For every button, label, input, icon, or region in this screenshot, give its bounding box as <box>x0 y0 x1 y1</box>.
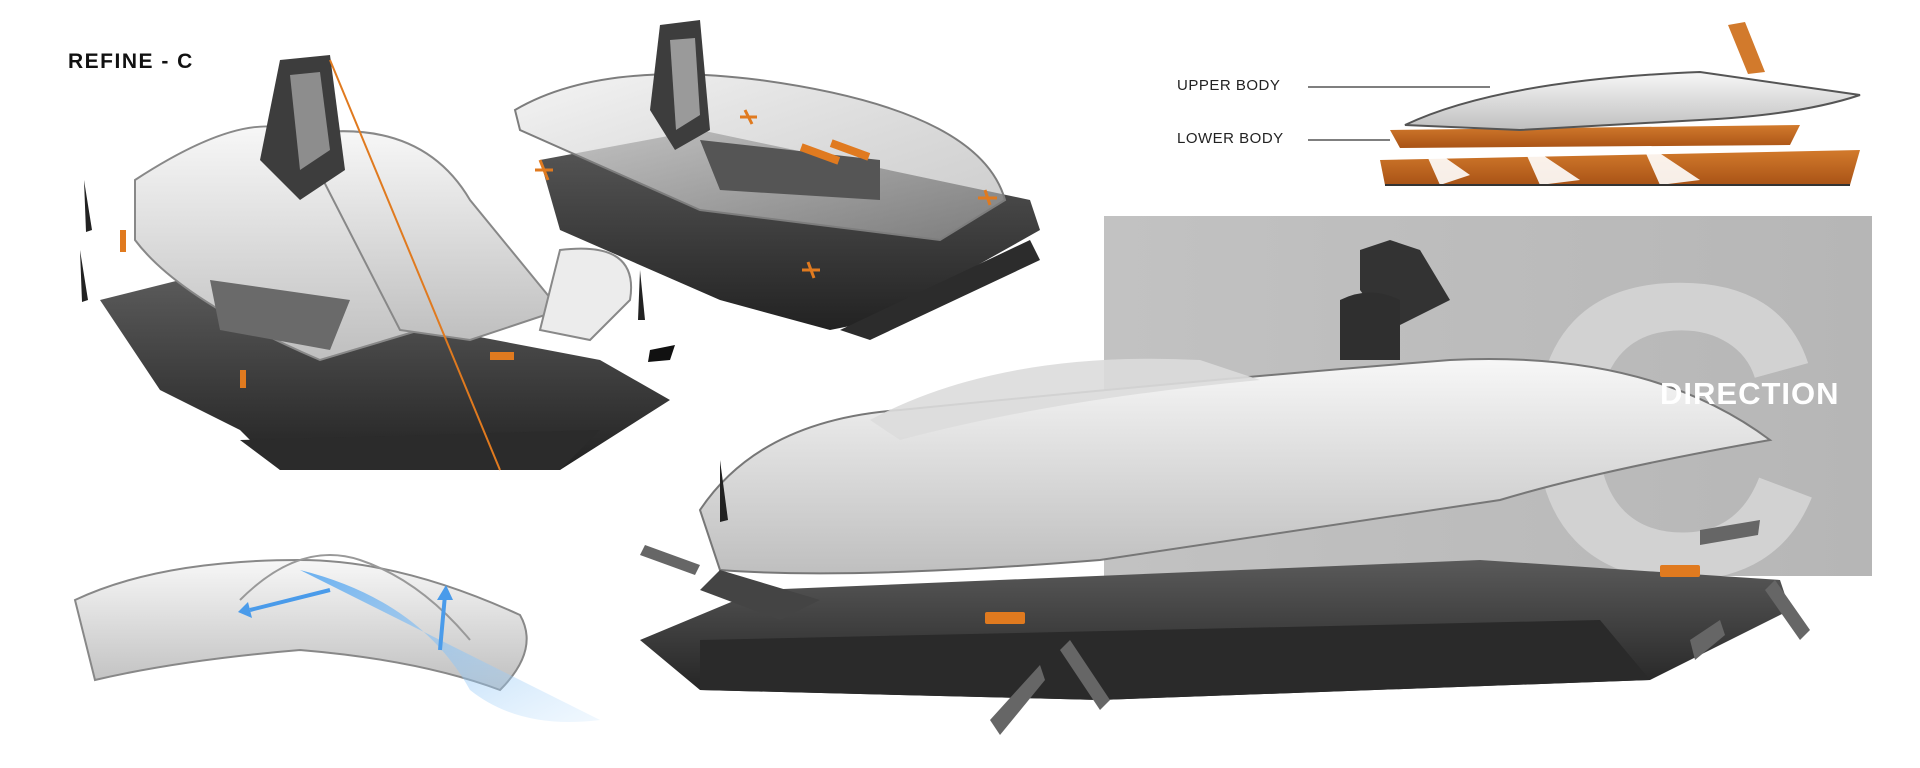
upper-body-label: UPPER BODY <box>1177 77 1281 94</box>
kart-front-view <box>80 55 675 471</box>
panel-direction-word: DIRECTION <box>1660 376 1840 411</box>
body-split-side-view <box>1380 22 1861 186</box>
sheet-title: REFINE - C <box>68 50 194 73</box>
kart-hero-view <box>640 240 1810 735</box>
lower-body-label: LOWER BODY <box>1177 130 1284 147</box>
kart-rear-view <box>513 20 1040 340</box>
airflow-shell-sketch <box>73 554 600 722</box>
